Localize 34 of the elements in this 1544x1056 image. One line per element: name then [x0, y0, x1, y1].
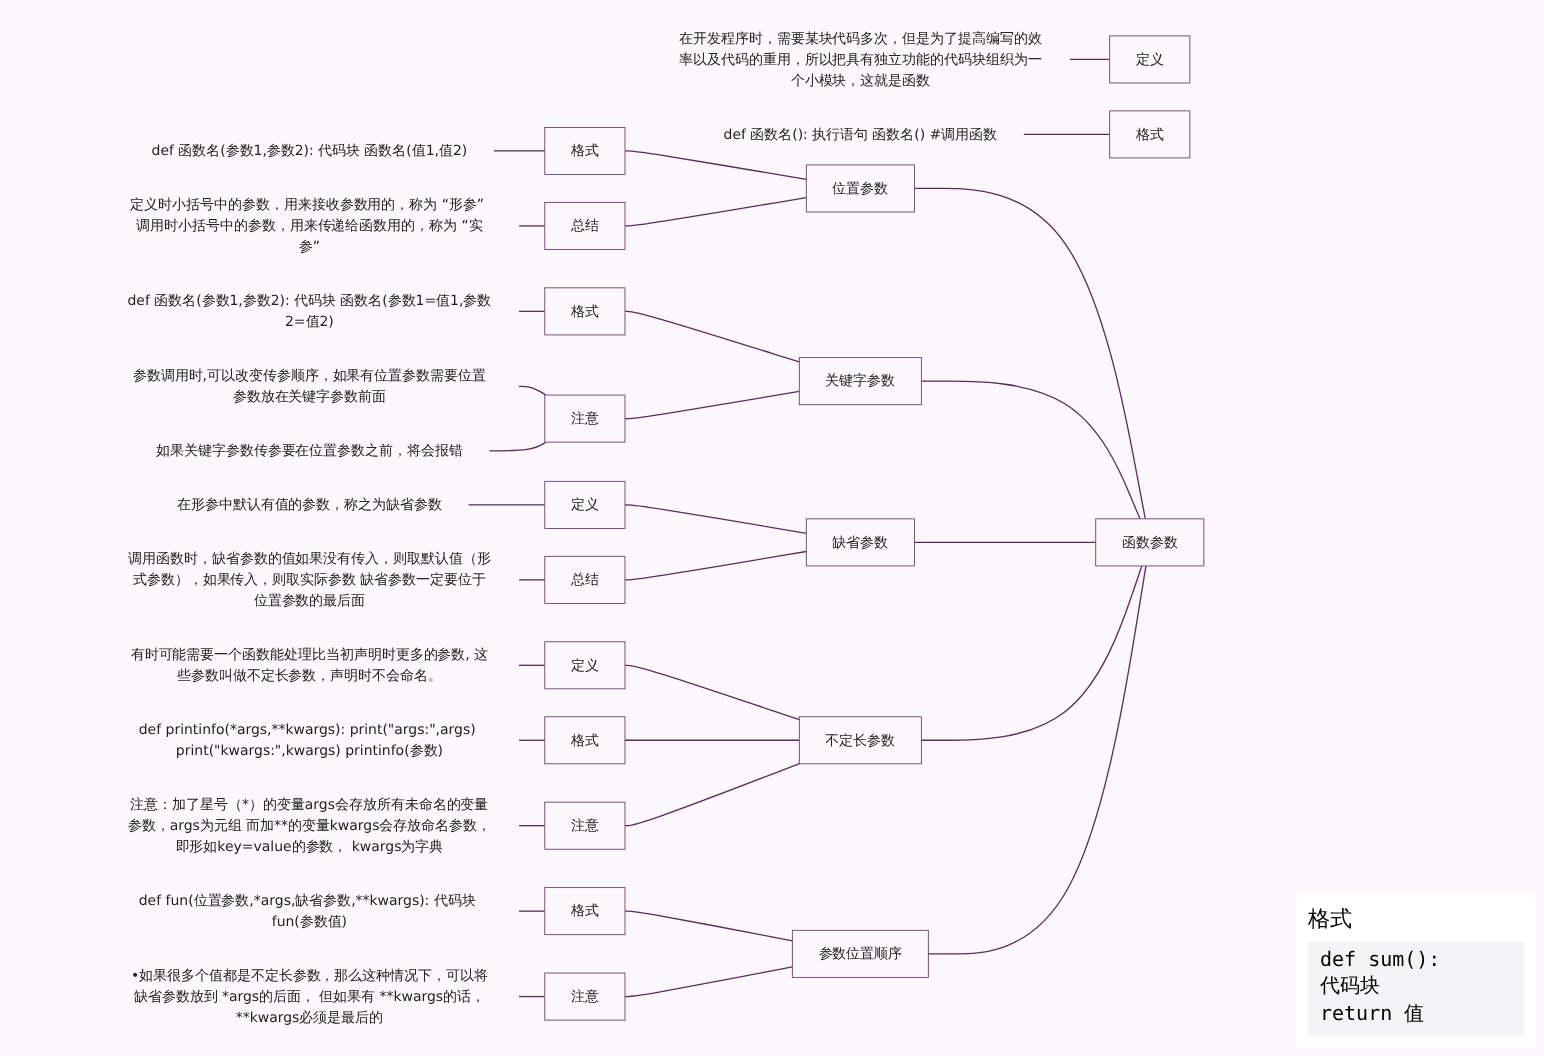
connector [488, 441, 547, 452]
connector [1022, 133, 1111, 136]
connector [913, 187, 1146, 520]
connector [624, 966, 793, 998]
connector [624, 763, 800, 827]
code-line: return 值 [1320, 1002, 1427, 1028]
connector [624, 910, 793, 942]
connector [517, 739, 546, 741]
connector [517, 310, 546, 313]
connector [492, 150, 546, 152]
connector [624, 550, 807, 581]
connector [624, 390, 800, 420]
connector [517, 385, 547, 396]
connector [467, 504, 546, 506]
connector [920, 380, 1141, 520]
connector [913, 541, 1097, 544]
connector [624, 310, 800, 363]
connector [624, 150, 807, 180]
code-line: 代码块 [1320, 973, 1382, 1000]
connector [920, 565, 1143, 741]
connector [1068, 58, 1111, 61]
connector [624, 504, 807, 534]
connector [517, 825, 546, 827]
connector [517, 910, 546, 912]
panel-heading: 格式 [1308, 904, 1354, 934]
connector [517, 995, 546, 998]
connector [624, 739, 800, 741]
connector [517, 664, 546, 666]
connector [517, 579, 546, 581]
code-line: def sum(): [1320, 950, 1443, 972]
connector [517, 225, 546, 227]
connector [624, 196, 807, 227]
connector [624, 664, 800, 721]
connector [927, 565, 1147, 955]
